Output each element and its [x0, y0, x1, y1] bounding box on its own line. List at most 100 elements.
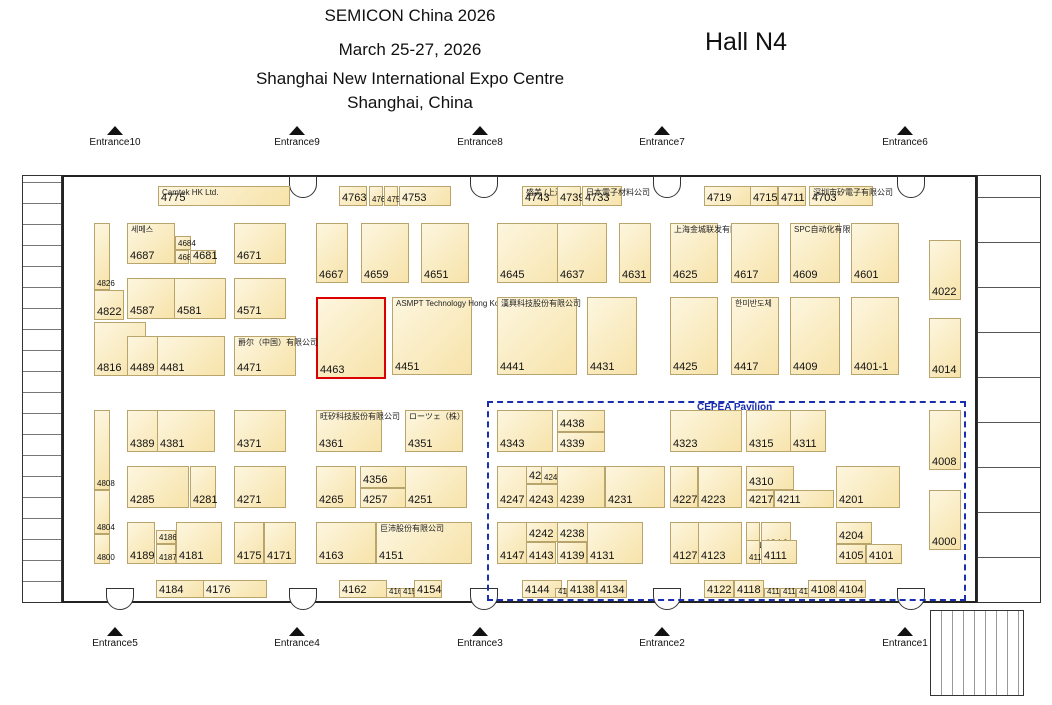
booth-4127[interactable]: 4127	[670, 522, 702, 564]
booth-4251[interactable]: 4251	[405, 466, 467, 508]
booth-4231[interactable]: 4231	[605, 466, 665, 508]
booth-4685[interactable]: 4685	[175, 250, 196, 264]
booth-4242[interactable]: 4242	[526, 522, 560, 542]
booth-4800[interactable]: 4800	[94, 534, 115, 564]
booth-4285[interactable]: 4285	[127, 466, 189, 508]
booth-4143[interactable]: 4143	[526, 542, 556, 564]
entrance-5[interactable]: Entrance5	[80, 627, 150, 649]
booth-4659[interactable]: 4659	[361, 223, 409, 283]
booth-4265[interactable]: 4265	[316, 466, 356, 508]
booth-4409[interactable]: 4409	[790, 297, 840, 375]
entrance-6[interactable]: Entrance6	[870, 126, 940, 148]
booth-4310[interactable]: 4310	[746, 466, 794, 490]
booth-4775[interactable]: Camtek HK Ltd.4775	[158, 186, 290, 206]
booth-4111[interactable]: 4111	[761, 540, 797, 564]
booth-4438[interactable]: 4438	[557, 410, 605, 432]
booth-4108[interactable]: 4108	[808, 580, 838, 598]
booth-4356[interactable]: 4356	[360, 466, 408, 488]
booth-4431[interactable]: 4431	[587, 297, 637, 375]
booth-4181[interactable]: 4181	[176, 522, 222, 564]
booth-4101[interactable]: 4101	[866, 544, 902, 564]
booth-4631[interactable]: 4631	[619, 223, 651, 283]
booth-4667[interactable]: 4667	[316, 223, 348, 283]
booth-4204[interactable]: 4204	[836, 522, 872, 544]
entrance-4[interactable]: Entrance4	[262, 627, 332, 649]
booth-4217[interactable]: 4217	[746, 490, 774, 508]
booth-4715[interactable]: 4715	[750, 186, 778, 206]
booth-4743[interactable]: 盛美 (上海)4743	[522, 186, 566, 206]
entrance-1[interactable]: Entrance1	[870, 627, 940, 649]
booth-4171[interactable]: 4171	[264, 522, 296, 564]
booth-4105[interactable]: 4105	[836, 544, 866, 564]
booth-4401-1[interactable]: 4401-1	[851, 297, 899, 375]
booth-4123[interactable]: 4123	[698, 522, 742, 564]
booth-4104[interactable]: 4104	[836, 580, 866, 598]
booth-4571[interactable]: 4571	[234, 278, 286, 319]
booth-4719[interactable]: 4719	[704, 186, 752, 206]
booth-4134[interactable]: 4134	[597, 580, 627, 598]
booth-4311[interactable]: 4311	[790, 410, 826, 452]
booth-4822[interactable]: 4822	[94, 290, 124, 320]
booth-4184[interactable]: 4184	[156, 580, 204, 598]
booth-4000[interactable]: 4000	[929, 490, 961, 550]
entrance-8[interactable]: Entrance8	[445, 126, 515, 148]
booth-4271[interactable]: 4271	[234, 466, 286, 508]
booth-4425[interactable]: 4425	[670, 297, 718, 375]
booth-4176[interactable]: 4176	[203, 580, 267, 598]
booth-4154[interactable]: 4154	[414, 580, 442, 598]
booth-4022[interactable]: 4022	[929, 240, 961, 300]
booth-4257[interactable]: 4257	[360, 488, 408, 508]
booth-4808[interactable]: 4808	[94, 410, 115, 490]
entrance-2[interactable]: Entrance2	[627, 627, 697, 649]
booth-4753[interactable]: 4753	[399, 186, 451, 206]
booth-4014[interactable]: 4014	[929, 318, 961, 378]
booth-4186[interactable]: 4186	[156, 530, 177, 544]
booth-4163[interactable]: 4163	[316, 522, 376, 564]
booth-4761[interactable]: 4761	[369, 186, 390, 206]
booth-4162[interactable]: 4162	[339, 580, 387, 598]
booth-4211[interactable]: 4211	[774, 490, 834, 508]
entrance-7[interactable]: Entrance7	[627, 126, 697, 148]
booth-4481[interactable]: 4481	[157, 336, 225, 376]
booth-4763[interactable]: 4763	[339, 186, 367, 206]
booth-4651[interactable]: 4651	[421, 223, 469, 283]
entrance-9[interactable]: Entrance9	[262, 126, 332, 148]
booth-4139[interactable]: 4139	[557, 542, 587, 564]
booth-4239[interactable]: 4239	[557, 466, 605, 508]
booth-4601[interactable]: 4601	[851, 223, 899, 283]
booth-4158[interactable]: 4158	[400, 588, 421, 598]
booth-4114[interactable]: 4114	[780, 588, 800, 598]
booth-4371[interactable]: 4371	[234, 410, 286, 452]
booth-4617[interactable]: 4617	[731, 223, 779, 283]
booth-4739[interactable]: 4739	[557, 186, 584, 206]
booth-4637[interactable]: 4637	[557, 223, 607, 283]
booth-4463[interactable]: 4463	[316, 297, 386, 379]
booth-4343[interactable]: 4343	[497, 410, 553, 452]
booth-4684[interactable]: 4684	[175, 236, 196, 250]
booth-4351[interactable]: ローツェ（株）4351	[405, 410, 465, 452]
booth-4759[interactable]: 4759	[384, 186, 405, 206]
booth-4122[interactable]: 4122	[704, 580, 734, 598]
booth-4826[interactable]: 4826	[94, 223, 115, 290]
booth-4116[interactable]: 4116	[764, 588, 784, 598]
booth-4339[interactable]: 4339	[557, 432, 605, 452]
booth-4671[interactable]: 4671	[234, 223, 286, 264]
booth-4008[interactable]: 4008	[929, 410, 961, 470]
booth-4711[interactable]: 4711	[778, 186, 806, 206]
booth-4581[interactable]: 4581	[174, 278, 226, 319]
booth-4804[interactable]: 4804	[94, 490, 115, 534]
booth-4142[interactable]: 4142	[555, 588, 576, 598]
booth-4227[interactable]: 4227	[670, 466, 698, 508]
booth-4117[interactable]: 4117	[746, 540, 766, 564]
booth-4187[interactable]: 4187	[156, 544, 177, 564]
booth-4175[interactable]: 4175	[234, 522, 264, 564]
